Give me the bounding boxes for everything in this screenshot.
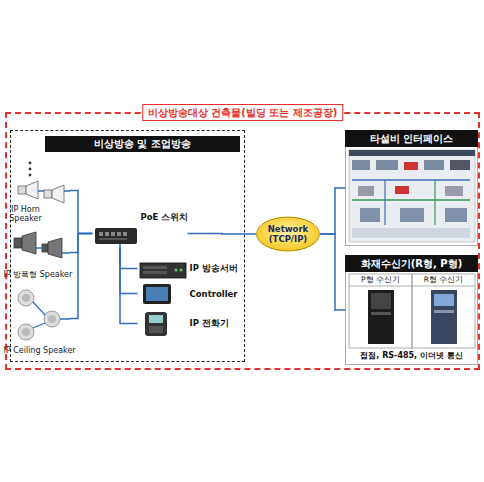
network-cable <box>70 191 93 234</box>
network-cable <box>120 248 138 294</box>
broadcast-group: 비상방송 및 조업방송IP Horn SpeakerIP 방폭형 Speaker… <box>10 130 245 362</box>
node-text: 화재수신기(R형, P형) <box>345 255 478 272</box>
node-text: 비상방송 및 조업방송 <box>45 136 240 152</box>
ceiling-speaker-icons <box>18 290 70 340</box>
network-cable <box>120 248 138 269</box>
table-header: P형 수신기 <box>349 275 412 285</box>
node-text: IP 방폭형 Speaker <box>4 270 73 279</box>
building-boundary: 비상방송대상 건축물(빌딩 또는 제조공장)비상방송 및 조업방송IP Horn… <box>5 112 480 370</box>
server-icon <box>140 263 186 278</box>
controller-icon <box>143 284 171 304</box>
ellipse-shape <box>257 217 320 251</box>
node-text: Controller <box>190 289 238 299</box>
fire-receiver-table <box>349 274 475 348</box>
node-text: PoE 스위치 <box>141 212 189 224</box>
node-text: IP 방송서버 <box>190 263 238 275</box>
ceiling-speaker: IP Ceiling Speaker <box>4 282 70 356</box>
node-text: IP Ceiling Speaker <box>4 346 76 355</box>
network-cable <box>120 248 138 324</box>
interface-panel: 타설비 인터페이스 <box>345 130 478 246</box>
node-text: Network (TCP/IP) <box>263 224 313 244</box>
table-header: R형 수신기 <box>412 275 475 285</box>
controller: Controller <box>138 283 238 305</box>
broadcast-server: IP 방송서버 <box>138 255 238 283</box>
network-cable <box>320 188 345 234</box>
network-cable <box>188 233 257 235</box>
explosion-proof-speaker: IP 방폭형 Speaker <box>4 226 70 280</box>
scada-screenshot <box>349 150 475 242</box>
network-cable <box>70 234 93 319</box>
node-text: IP 전화기 <box>190 318 229 330</box>
fire-receiver-panel: 화재수신기(R형, P형) 접점, RS-485, 이더넷 통신 <box>345 255 478 365</box>
ip-phone-icon <box>145 312 167 336</box>
poe-switch-icon <box>95 228 137 248</box>
node-text: 비상방송대상 건축물(빌딩 또는 제조공장) <box>142 104 344 121</box>
node-text: IP Horn Speaker <box>4 205 48 223</box>
node-text: 타설비 인터페이스 <box>345 130 478 147</box>
poe-switch: PoE 스위치 <box>93 220 188 248</box>
network-cable <box>320 234 345 310</box>
node-text: 접점, RS-485, 이더넷 통신 <box>346 350 477 361</box>
horn-speaker-icons <box>18 162 70 203</box>
ip-phone: IP 전화기 <box>138 310 238 338</box>
explosion-proof-speaker-icons <box>14 232 70 258</box>
network-cable <box>70 234 93 253</box>
network-ellipse: Network (TCP/IP) <box>256 216 320 252</box>
horn-speaker: IP Horn Speaker <box>4 158 70 224</box>
